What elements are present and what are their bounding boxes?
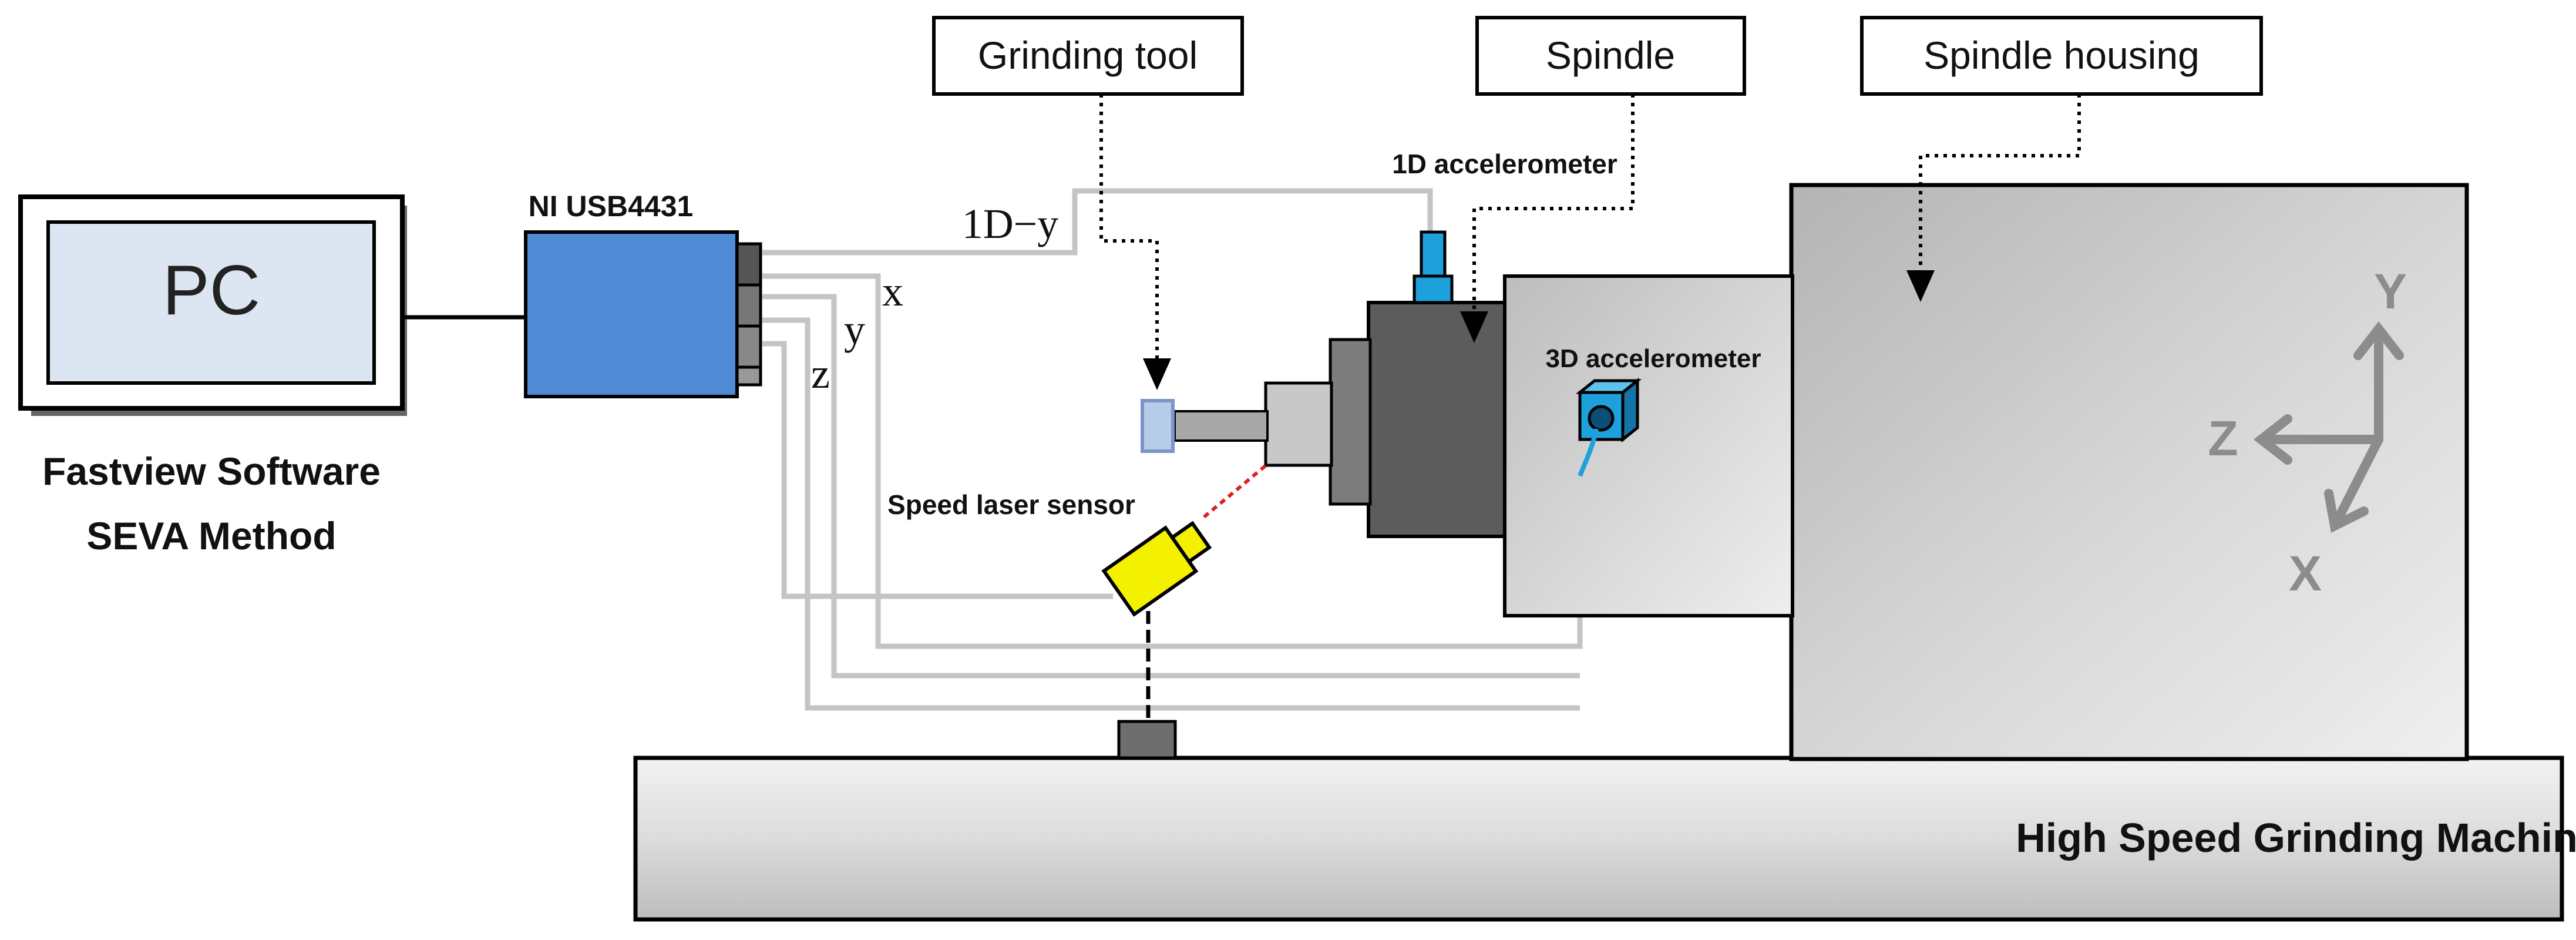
cable-1d-y — [762, 188, 1433, 256]
tool-shank — [1173, 410, 1269, 442]
channel-y-label: y — [844, 306, 865, 353]
grinding-tool — [1141, 399, 1175, 453]
machine-label: High Speed Grinding Machine — [2016, 815, 2576, 861]
sensor-cables — [762, 188, 1583, 711]
laser-beam — [1203, 462, 1269, 519]
daq-connectors — [735, 242, 762, 387]
sensor-stand-base — [1117, 720, 1177, 760]
spindle-housing-callout-label: Spindle housing — [1923, 33, 2200, 77]
spindle-flange — [1329, 338, 1372, 506]
callout-leaders — [1099, 94, 2081, 390]
spindle-callout-label: Spindle — [1546, 33, 1675, 77]
spindle-leader — [1460, 94, 1635, 343]
software-label-line2: SEVA Method — [86, 514, 336, 558]
spindle-housing-front — [1503, 274, 1794, 617]
grinding-tool-callout-label: Grinding tool — [978, 33, 1198, 77]
axis-z-label: Z — [2208, 411, 2238, 466]
software-label-line1: Fastview Software — [42, 449, 381, 493]
channel-z-label: z — [811, 350, 830, 397]
cable-speed-sensor — [762, 341, 1113, 599]
pc-screen — [46, 220, 376, 385]
daq-label: NI USB4431 — [529, 190, 694, 223]
tool-holder — [1264, 381, 1333, 467]
accelerometer-3d — [1575, 377, 1642, 477]
grinding-tool-callout-box — [932, 16, 1244, 96]
spindle-callout-box — [1475, 16, 1746, 96]
cable-z — [762, 317, 1580, 711]
axis-indicator — [2253, 321, 2404, 533]
grinding-machine-base — [633, 756, 2564, 922]
spindle-housing-leader — [1906, 94, 2081, 302]
accelerometer-1d-label: 1D accelerometer — [1392, 149, 1617, 179]
accelerometer-3d-label: 3D accelerometer — [1546, 344, 1761, 373]
channel-x-label: x — [882, 268, 903, 315]
axis-y-label: Y — [2374, 264, 2407, 319]
ni-usb4431-box — [524, 230, 739, 398]
pc-label: PC — [163, 251, 261, 330]
pc-monitor — [18, 194, 407, 416]
grinding-tool-leader — [1099, 94, 1171, 390]
accelerometer-1d — [1413, 230, 1454, 304]
spindle-housing — [1789, 183, 2469, 761]
cable-y — [762, 294, 1580, 679]
spindle-housing-callout-box — [1860, 16, 2263, 96]
channel-1d-y-label: 1D−y — [962, 200, 1059, 247]
spindle-body — [1367, 301, 1506, 538]
speed-sensor-label: Speed laser sensor — [887, 489, 1135, 520]
axis-x-label: X — [2289, 546, 2322, 601]
speed-laser-sensor — [1101, 521, 1212, 617]
axis-x-arrow — [2330, 435, 2383, 531]
